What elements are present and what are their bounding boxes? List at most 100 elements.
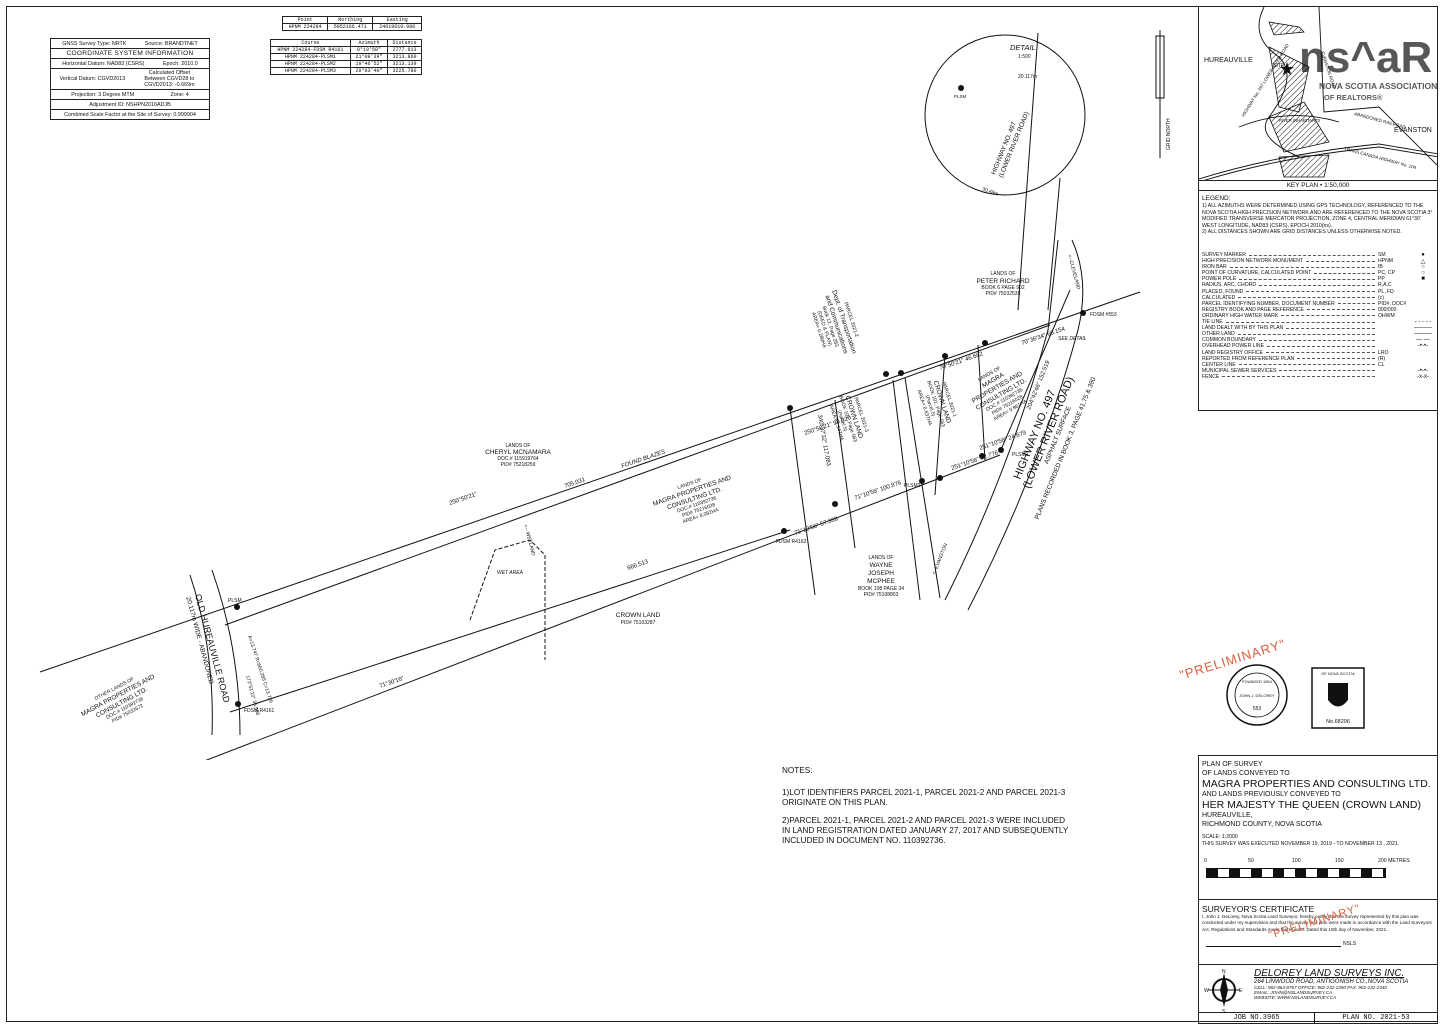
tick-50: 50	[1248, 858, 1254, 864]
legend-note-1: 1) ALL AZIMUTHS WERE DETERMINED USING GP…	[1202, 203, 1433, 229]
signature-line	[1206, 946, 1341, 948]
legend-leader	[1281, 315, 1375, 317]
tb-l1: PLAN OF SURVEY	[1202, 761, 1263, 768]
tb-l4: AND LANDS PREVIOUSLY CONVEYED TO	[1202, 791, 1341, 798]
key-plan: ★ HUREAUVILLE SITE EVANSTON EVANSTON ROA…	[1198, 6, 1438, 181]
detail-plsm: PLSM	[954, 94, 967, 99]
marker-plsm1: PLSM1	[1012, 452, 1029, 458]
legend-leader	[1239, 278, 1375, 280]
legend-symbol-icon: ○	[1421, 264, 1425, 271]
kp-site: SITE	[1273, 63, 1285, 69]
peter-l1: LANDS OF	[990, 271, 1015, 277]
note-1: 1)LOT IDENTIFIERS PARCEL 2021-1, PARCEL …	[782, 788, 1066, 807]
legend-label: CALCULATED	[1202, 294, 1236, 301]
wayne-l2: WAYNE	[869, 562, 893, 569]
wayne-l5: BOOK 108 PAGE 34	[858, 586, 904, 592]
seal-num: 553	[1253, 706, 1262, 712]
kp-abandoned: ABANDONED RAILROAD	[1354, 111, 1407, 130]
legend-item: CALCULATED(c)	[1202, 295, 1434, 301]
legend-leader	[1248, 254, 1375, 256]
legend-abbr: PID#, DOC#	[1378, 300, 1407, 307]
legend-symbol-icon: △	[1420, 258, 1426, 265]
bearing-top: 250°50'21"	[449, 492, 478, 507]
legend-leader	[1265, 352, 1375, 354]
detail-width-1: 20.117m	[1018, 74, 1037, 80]
tb-l2: OF LANDS CONVEYED TO	[1202, 770, 1290, 777]
tb-l7: RICHMOND COUNTY, NOVA SCOTIA	[1202, 821, 1322, 828]
job-number: JOB NO.3965	[1199, 1012, 1315, 1023]
firm-phones: CELL: 902-863-8767 OFFICE: 902-232-2350 …	[1254, 985, 1387, 990]
dist-top: 705.031	[564, 477, 587, 490]
cheryl-l2: CHERYL MCNAMARA	[485, 449, 551, 456]
cheryl-l4: PID# 75218259	[501, 462, 536, 468]
seal-stamps: FOUNDED 1954 JOHN J. DELOREY 553 OF NOVA…	[1226, 664, 1365, 729]
legend-symbol-icon: ———	[1414, 331, 1432, 338]
crest-num: No.68296	[1326, 719, 1350, 725]
title-block: PLAN OF SURVEY OF LANDS CONVEYED TO MAGR…	[1198, 755, 1438, 900]
legend-label: POWER POLE	[1202, 276, 1237, 283]
cert-sign: NSLS	[1343, 941, 1357, 948]
peter-l3: BOOK 6 PAGE 902	[981, 285, 1024, 291]
notes: NOTES: 1)LOT IDENTIFIERS PARCEL 2021-1, …	[782, 766, 1072, 854]
legend-leader	[1286, 327, 1375, 329]
see-detail: SEE DETAIL	[1058, 336, 1087, 342]
watermark-text-2: OF REALTORS®	[1324, 93, 1383, 102]
legend-symbol-icon: ■	[1421, 276, 1425, 283]
marker-plsm2: PLSM2	[904, 483, 921, 489]
legend-abbr: LRO	[1378, 349, 1389, 356]
surveyor-certificate: SURVEYOR'S CERTIFICATE I, John J. DeLore…	[1198, 900, 1438, 965]
legend-leader	[1246, 291, 1375, 293]
crown-l2: PID# 75103287	[621, 620, 656, 626]
wet-area-label: WET AREA	[497, 570, 524, 576]
detail-title: DETAIL	[1010, 43, 1036, 52]
plan-number: PLAN NO. 2021-53	[1342, 1013, 1410, 1022]
legend-abbr: (R)	[1378, 355, 1386, 362]
survey-drawing: 250°50'21" 705.031 FOUND BLAZES 666.513 …	[39, 30, 1172, 760]
legend-item: FENCE-x-x-	[1202, 374, 1434, 380]
dist-bottom: 666.513	[627, 559, 650, 572]
cell: 3225.780	[387, 67, 422, 75]
tb-scale: SCALE: 1:2000	[1202, 834, 1238, 840]
wayne-l4: MCPHEE	[867, 578, 895, 585]
firm-website[interactable]: WEBSITE: WWW.NSLANDSURVEY.CA	[1254, 995, 1337, 1000]
marker-fdsm-r4161: FDSM R4161	[244, 708, 275, 714]
legend-leader	[1279, 370, 1375, 372]
notes-title: NOTES:	[782, 766, 813, 775]
firm-name: DELOREY LAND SURVEYS INC.	[1254, 968, 1405, 979]
legend-leader	[1238, 297, 1375, 299]
cell: 5052166.471	[327, 23, 374, 31]
legend-symbol-icon: ———	[1414, 325, 1432, 332]
cheryl-l1: LANDS OF	[505, 443, 530, 449]
firm-address: 264 LINWOOD ROAD, ANTIGONISH CO.,NOVA SC…	[1254, 979, 1409, 985]
legend-symbol-icon: ○	[1421, 270, 1425, 277]
legend-label: FENCE	[1202, 373, 1220, 380]
datum-offset: Calculated Offset Between CGVD28 to CGVD…	[144, 70, 195, 88]
legend-leader	[1337, 303, 1375, 305]
legend-label: LAND REGISTRY OFFICE	[1202, 349, 1263, 356]
legend-item: OVERHEAD POWER LINE-•-•-	[1202, 343, 1434, 349]
legend-leader	[1306, 260, 1375, 262]
peter-l4: PID# 75032539	[986, 291, 1021, 297]
legend-item: MUNICIPAL SEWER SERVICES-•-•-	[1202, 368, 1434, 374]
legend-label: COMMON BOUNDARY	[1202, 337, 1256, 344]
firm-email[interactable]: EMAIL: JOHN@NSLANDSURVEY.CA	[1254, 990, 1333, 995]
bearing-100: 71°10'56" 100.876	[854, 480, 903, 502]
legend-item: REPORTED FROM REFERENCE PLAN(R)	[1202, 356, 1434, 362]
crest-shield-icon	[1328, 683, 1348, 707]
legend-leader	[1258, 339, 1375, 341]
legend-symbol-icon: -•-•-	[1417, 343, 1429, 350]
legend-panel: LEGEND; 1) ALL AZIMUTHS WERE DETERMINED …	[1198, 191, 1438, 411]
legend-label: RADIUS, ARC, CHORD	[1202, 282, 1257, 289]
